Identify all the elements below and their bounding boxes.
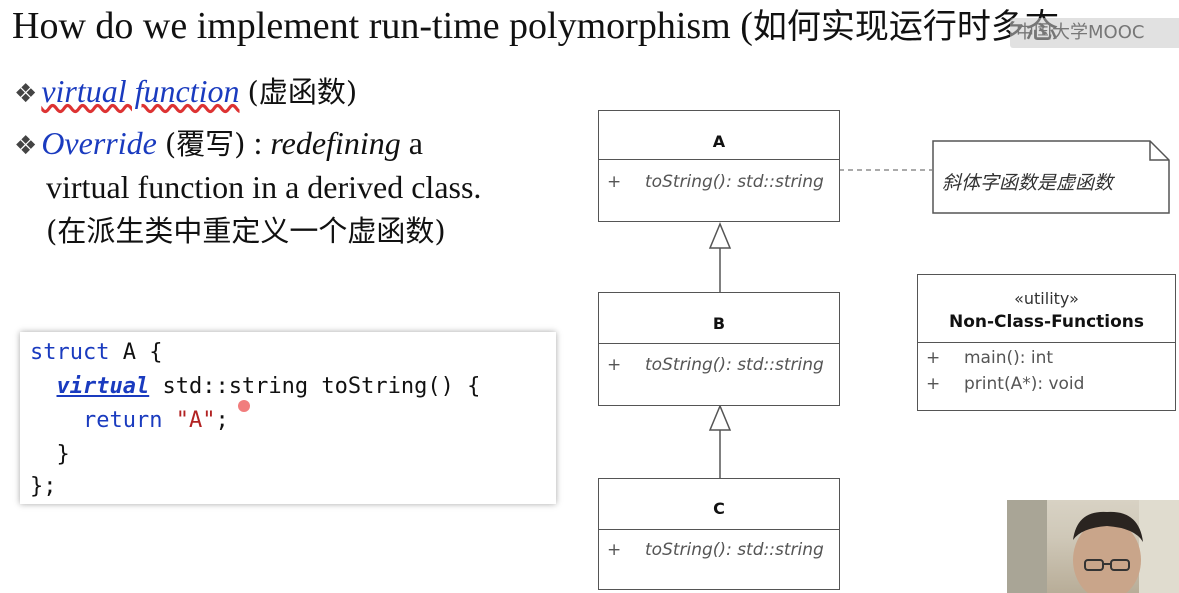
code-string: "A" xyxy=(175,408,216,433)
member-signature: main(): int xyxy=(964,348,1054,368)
presenter-webcam xyxy=(1007,500,1179,593)
uml-class-a-member: + toString(): std::string xyxy=(599,160,839,200)
bullet-diamond-icon: ❖ xyxy=(14,131,38,161)
code-line-2: virtual std::string toString() { xyxy=(30,370,481,404)
generalization-arrow-c-b xyxy=(708,404,732,431)
title-chinese: 如何实现运行时多态 xyxy=(752,7,1059,47)
visibility-marker: + xyxy=(926,348,941,368)
code-keyword: struct xyxy=(30,340,110,365)
uml-class-a: A + toString(): std::string xyxy=(598,110,840,222)
uml-class-b: B + toString(): std::string xyxy=(598,292,840,406)
member-signature: print(A*): void xyxy=(964,374,1085,394)
code-line-3: return "A"; xyxy=(30,404,229,438)
uml-class-a-name: A xyxy=(712,132,726,151)
uml-utility-class: «utility» Non-Class-Functions + main(): … xyxy=(917,274,1176,411)
code-keyword-virtual: virtual xyxy=(56,374,150,399)
slide-title: How do we implement run-time polymorphis… xyxy=(12,2,1172,51)
code-text: std::string toString() { xyxy=(149,374,481,399)
title-english: How do we implement run-time polymorphis… xyxy=(12,5,753,47)
note-shape xyxy=(932,140,1170,214)
override-colon: : xyxy=(245,125,271,161)
bullet-virtual-function: ❖virtual function (虚函数) xyxy=(14,70,357,115)
code-text: A { xyxy=(109,340,163,365)
uml-divider xyxy=(599,529,839,530)
visibility-marker: + xyxy=(607,355,622,375)
visibility-marker: + xyxy=(607,540,622,560)
bullet-override: ❖Override (覆写) : redefining a xyxy=(14,122,423,167)
term-override: Override xyxy=(41,125,157,161)
note-text: 斜体字函数是虚函数 xyxy=(942,172,1114,194)
term-override-cn: (覆写) xyxy=(164,127,246,161)
uml-class-b-name: B xyxy=(712,314,726,333)
uml-class-b-member: + toString(): std::string xyxy=(599,344,839,384)
code-text: ; xyxy=(215,408,229,433)
uml-class-c-name: C xyxy=(713,499,725,518)
uml-class-c: C + toString(): std::string xyxy=(598,478,840,590)
mooc-watermark: 中国大学MOOC xyxy=(1010,18,1179,48)
code-line-4: } xyxy=(30,442,70,467)
uml-divider xyxy=(599,159,839,160)
code-snippet: struct A { virtual std::string toString(… xyxy=(20,332,556,504)
uml-class-c-member: + toString(): std::string xyxy=(599,530,839,570)
uml-note: 斜体字函数是虚函数 xyxy=(932,140,1170,214)
override-line2: virtual function in a derived class. xyxy=(46,169,482,205)
bullet-diamond-icon: ❖ xyxy=(14,79,38,109)
pointer-dot-icon xyxy=(238,400,250,412)
override-line3: (在派生类中重定义一个虚函数) xyxy=(46,214,446,248)
code-keyword: return xyxy=(82,408,163,433)
generalization-arrow-b-a xyxy=(708,222,732,249)
member-signature: toString(): std::string xyxy=(645,540,824,560)
override-line1-rest: a xyxy=(400,125,423,161)
uml-stereotype: «utility» xyxy=(1014,289,1079,308)
visibility-marker: + xyxy=(926,374,941,394)
visibility-marker: + xyxy=(607,172,622,192)
uml-utility-member-print: + print(A*): void xyxy=(918,371,1175,399)
term-virtual-function: virtual function xyxy=(41,73,240,109)
term-virtual-function-cn: (虚函数) xyxy=(247,75,358,109)
uml-utility-name: Non-Class-Functions xyxy=(948,312,1145,332)
code-line-5: }; xyxy=(30,474,57,499)
presenter-silhouette xyxy=(1007,500,1179,593)
member-signature: toString(): std::string xyxy=(645,172,824,192)
uml-divider xyxy=(599,343,839,344)
uml-divider xyxy=(918,342,1175,343)
term-redefining: redefining xyxy=(270,125,401,161)
uml-utility-member-main: + main(): int xyxy=(918,343,1175,371)
member-signature: toString(): std::string xyxy=(645,355,824,375)
code-line-1: struct A { xyxy=(30,336,162,370)
